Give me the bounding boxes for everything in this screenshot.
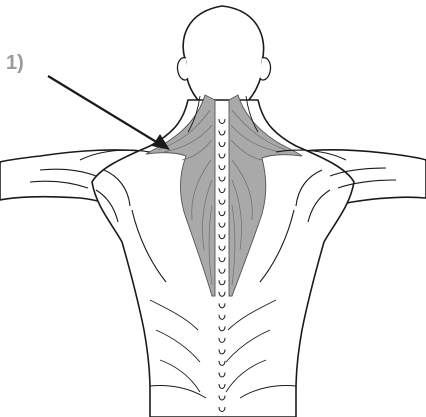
pointer-arrow bbox=[48, 76, 170, 150]
marker-label-1: 1) bbox=[6, 52, 24, 75]
head bbox=[183, 6, 263, 108]
